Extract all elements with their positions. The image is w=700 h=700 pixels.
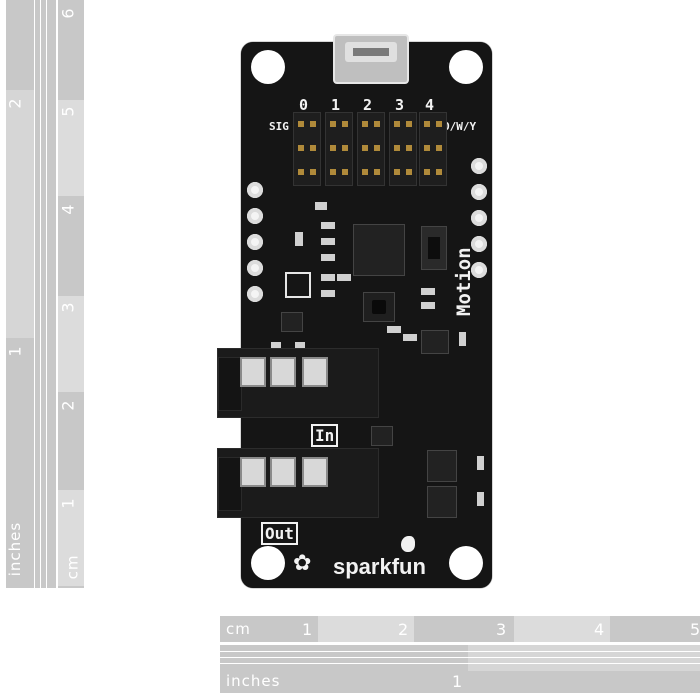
header-pin — [424, 121, 430, 127]
header-pin — [298, 169, 304, 175]
sparkfun-gear-icon: ✿ — [293, 550, 312, 575]
bottom-cm-2: 2 — [398, 620, 409, 639]
header-pin — [424, 145, 430, 151]
in-label: In — [311, 424, 339, 447]
mounting-hole-tr — [449, 50, 483, 84]
out-label: Out — [261, 522, 298, 545]
side-pad-left-3 — [247, 234, 263, 250]
header-pin — [342, 121, 348, 127]
audio-jack-in — [217, 348, 379, 418]
header-pin — [342, 145, 348, 151]
audio-jack-out — [217, 448, 379, 518]
side-pad-right-1 — [471, 158, 487, 174]
pin-number-2: 2 — [363, 96, 373, 114]
header-pin — [394, 121, 400, 127]
motion-label: Motion — [453, 247, 475, 316]
pin-header-1 — [325, 112, 353, 186]
left-cm-3: 3 — [58, 302, 78, 313]
small-button — [363, 292, 395, 322]
pin-number-1: 1 — [331, 96, 341, 114]
header-pin — [436, 145, 442, 151]
bottom-ruler-cm-strip — [220, 616, 700, 642]
side-pad-right-3 — [471, 210, 487, 226]
side-pad-right-5 — [471, 262, 487, 278]
tactile-switch — [421, 226, 447, 270]
left-cm-5: 5 — [58, 106, 78, 117]
microcontroller-chip — [353, 224, 405, 276]
side-pad-right-4 — [471, 236, 487, 252]
bottom-inch-1: 1 — [452, 672, 463, 691]
sparkfun-flame-icon — [401, 536, 415, 552]
micro-usb-connector — [333, 34, 409, 84]
header-pin — [374, 121, 380, 127]
header-pin — [406, 169, 412, 175]
pin-header-2 — [357, 112, 385, 186]
header-pin — [362, 169, 368, 175]
header-pin — [406, 145, 412, 151]
header-pin — [406, 121, 412, 127]
header-pin — [362, 121, 368, 127]
header-pin — [436, 121, 442, 127]
left-inch-1: 1 — [5, 346, 25, 357]
header-pin — [374, 145, 380, 151]
header-pin — [330, 169, 336, 175]
left-inch-2: 2 — [5, 98, 25, 109]
pin-header-4 — [419, 112, 447, 186]
header-pin — [342, 169, 348, 175]
left-cm-6: 6 — [58, 8, 78, 19]
owy-label: O/W/Y — [443, 120, 477, 133]
header-pin — [362, 145, 368, 151]
header-pin — [424, 169, 430, 175]
bottom-cm-5: 5 — [690, 620, 700, 639]
bottom-cm-label: cm — [226, 620, 251, 638]
side-pad-right-2 — [471, 184, 487, 200]
header-pin — [436, 169, 442, 175]
side-pad-left-4 — [247, 260, 263, 276]
pin-header-0 — [293, 112, 321, 186]
header-pin — [298, 121, 304, 127]
header-pin — [330, 145, 336, 151]
left-cm-label: cm — [63, 554, 82, 580]
pin-number-3: 3 — [395, 96, 405, 114]
header-pin — [310, 169, 316, 175]
left-cm-4: 4 — [58, 204, 78, 215]
left-cm-1: 1 — [58, 498, 78, 509]
header-pin — [394, 145, 400, 151]
pin-number-4: 4 — [425, 96, 435, 114]
mounting-hole-br — [449, 546, 483, 580]
side-pad-left-5 — [247, 286, 263, 302]
pin-header-3 — [389, 112, 417, 186]
side-pad-left-1 — [247, 182, 263, 198]
mounting-hole-tl — [251, 50, 285, 84]
header-pin — [330, 121, 336, 127]
left-cm-2: 2 — [58, 400, 78, 411]
pin-number-0: 0 — [299, 96, 309, 114]
side-pad-left-2 — [247, 208, 263, 224]
header-pin — [310, 145, 316, 151]
header-pin — [374, 169, 380, 175]
pcb-board: 0 1 2 3 4 SIG O/W/Y Motion — [217, 34, 492, 588]
sig-label: SIG — [269, 120, 289, 133]
sparkfun-brand: sparkfun — [333, 554, 426, 579]
header-pin — [394, 169, 400, 175]
header-pin — [298, 145, 304, 151]
bottom-cm-3: 3 — [496, 620, 507, 639]
bottom-inches-label: inches — [226, 672, 281, 690]
mounting-hole-bl — [251, 546, 285, 580]
header-pin — [310, 121, 316, 127]
bottom-cm-1: 1 — [302, 620, 313, 639]
left-inches-label: inches — [6, 521, 25, 577]
bottom-cm-4: 4 — [594, 620, 605, 639]
